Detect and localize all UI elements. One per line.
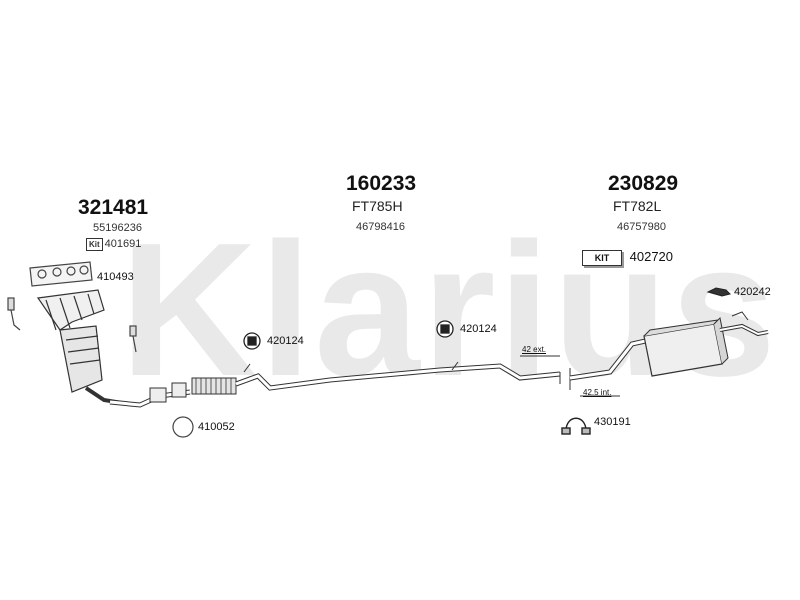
part-number-321481: 321481 xyxy=(78,196,149,219)
lambda-sensor-icon xyxy=(7,297,137,353)
annotation-int: 42.5 int. xyxy=(583,388,612,397)
clamp-icon xyxy=(561,417,591,435)
model-code: FT782L xyxy=(613,198,662,214)
label-hanger-mid: 420124 xyxy=(460,323,497,335)
label-rubber-mount: 420242 xyxy=(734,286,771,298)
label-gasket: 410493 xyxy=(97,271,134,283)
hanger-icon xyxy=(243,320,454,350)
rear-silencer-icon xyxy=(569,311,769,381)
manifold-gasket-icon xyxy=(29,261,93,287)
kit-number: 401691 xyxy=(104,238,142,250)
sealing-ring-icon xyxy=(172,416,194,438)
oe-code: 46798416 xyxy=(356,221,405,233)
part-number-230829: 230829 xyxy=(608,172,679,195)
part-number-160233: 160233 xyxy=(346,172,417,195)
label-clamp: 430191 xyxy=(594,416,631,428)
kit-badge: Kit xyxy=(86,238,103,251)
catalytic-converter-icon xyxy=(36,289,129,406)
model-code: FT785H xyxy=(352,198,403,214)
oe-code: 55196236 xyxy=(93,222,142,234)
kit-line: KIT 402720 xyxy=(582,249,673,266)
pipe-joint-icon xyxy=(520,355,620,397)
rubber-mount-icon xyxy=(706,287,731,297)
annotation-ext: 42 ext. xyxy=(522,345,547,354)
label-ring: 410052 xyxy=(198,421,235,433)
kit-badge: KIT xyxy=(582,250,622,266)
oe-code: 46757980 xyxy=(617,221,666,233)
centre-pipe-icon xyxy=(235,361,561,391)
label-hanger-left: 420124 xyxy=(267,335,304,347)
kit-number: 402720 xyxy=(629,249,674,264)
front-pipe-icon xyxy=(109,377,237,408)
